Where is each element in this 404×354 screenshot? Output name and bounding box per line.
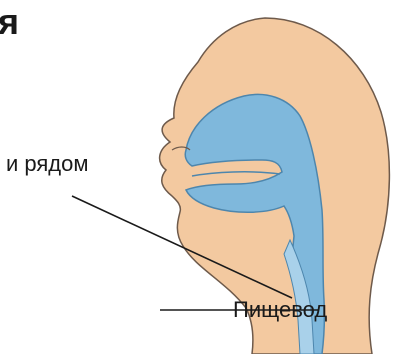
label-nearby: и рядом <box>6 153 89 175</box>
heading-fragment: я <box>0 4 19 40</box>
label-esophagus: Пищевод <box>233 299 327 321</box>
